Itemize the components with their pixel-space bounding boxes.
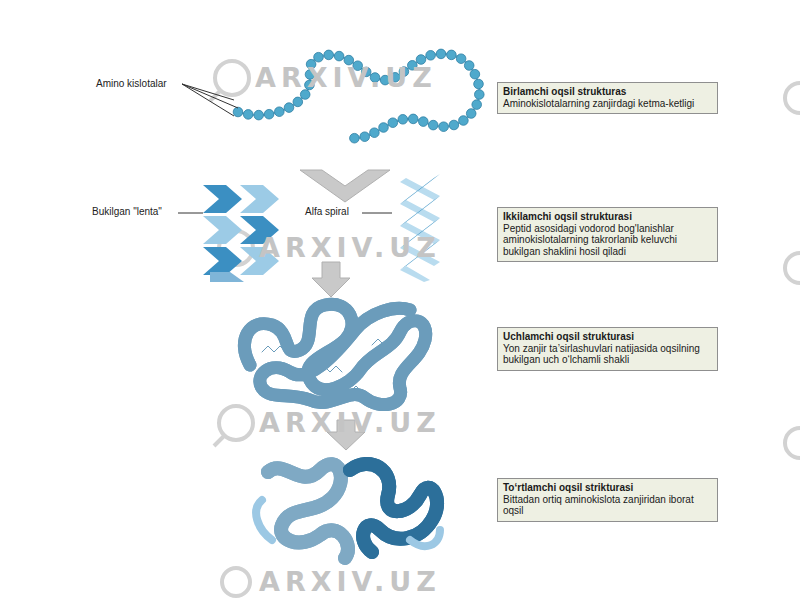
structure-box: Uchlamchi oqsil strukturasiYon zanjir ta…: [497, 327, 718, 371]
structure-box: Ikkilamchi oqsil strukturasiPeptid asosi…: [497, 207, 718, 262]
amino-bead: [472, 100, 482, 110]
part-label: Bukilgan "lenta": [92, 206, 162, 218]
amino-bead: [398, 115, 408, 125]
amino-bead: [334, 51, 344, 61]
amino-bead: [350, 133, 360, 143]
watermark-icon: [210, 61, 800, 596]
amino-bead: [233, 107, 243, 117]
watermark: ARXIV.UZ: [259, 407, 441, 438]
amino-bead: [314, 52, 324, 62]
amino-bead: [466, 109, 476, 119]
amino-bead: [456, 54, 466, 64]
amino-bead: [408, 114, 418, 124]
tertiary-fold: [244, 304, 425, 404]
box-body: Bittadan ortiq aminokislota zanjiridan i…: [503, 494, 712, 517]
amino-bead: [449, 120, 459, 130]
box-body: Aminokislotalarning zanjirdagi ketma-ket…: [503, 98, 712, 110]
watermark: ARXIV.UZ: [259, 566, 441, 597]
box-heading: Birlamchi oqsil strukturas: [503, 86, 712, 98]
amino-bead: [264, 109, 274, 119]
amino-bead: [475, 90, 485, 100]
leader-lines: [178, 84, 392, 213]
structure-box: Birlamchi oqsil strukturasAminokislotala…: [497, 82, 718, 114]
amino-bead: [439, 122, 449, 132]
amino-bead: [293, 97, 303, 107]
amino-bead: [459, 116, 469, 126]
amino-bead: [284, 103, 294, 113]
alpha-helix: [400, 174, 440, 282]
amino-bead: [464, 61, 474, 71]
amino-bead: [370, 128, 380, 138]
amino-bead: [428, 120, 438, 130]
amino-bead: [388, 118, 398, 128]
box-heading: Ikkilamchi oqsil strukturasi: [503, 211, 712, 223]
amino-bead: [243, 110, 253, 120]
box-heading: Uchlamchi oqsil strukturasi: [503, 331, 712, 343]
amino-bead: [379, 123, 389, 133]
part-label: Amino kislotalar: [96, 78, 167, 90]
amino-beads: [233, 49, 484, 143]
amino-chain: [238, 54, 479, 138]
structure-box: To‘rtlamchi oqsil strikturasiBittadan or…: [497, 478, 718, 522]
amino-bead: [360, 132, 370, 142]
amino-bead: [275, 107, 285, 117]
watermark: ARXIV.UZ: [255, 62, 437, 93]
box-heading: To‘rtlamchi oqsil strikturasi: [503, 482, 712, 494]
quaternary-fold: [256, 464, 440, 558]
part-label: Alfa spiral: [305, 206, 349, 218]
box-body: Yon zanjir ta’sirlashuvlari natijasida o…: [503, 343, 712, 366]
amino-bead: [324, 50, 334, 60]
amino-bead: [254, 110, 264, 120]
amino-bead: [470, 69, 480, 79]
watermark: ARXIV.UZ: [259, 232, 441, 263]
amino-bead: [419, 117, 429, 127]
amino-bead: [447, 50, 457, 60]
amino-bead: [426, 51, 436, 61]
box-body: Peptid asosidagi vodorod bog'lanishlar a…: [503, 223, 712, 258]
amino-bead: [474, 79, 484, 89]
amino-bead: [436, 49, 446, 59]
